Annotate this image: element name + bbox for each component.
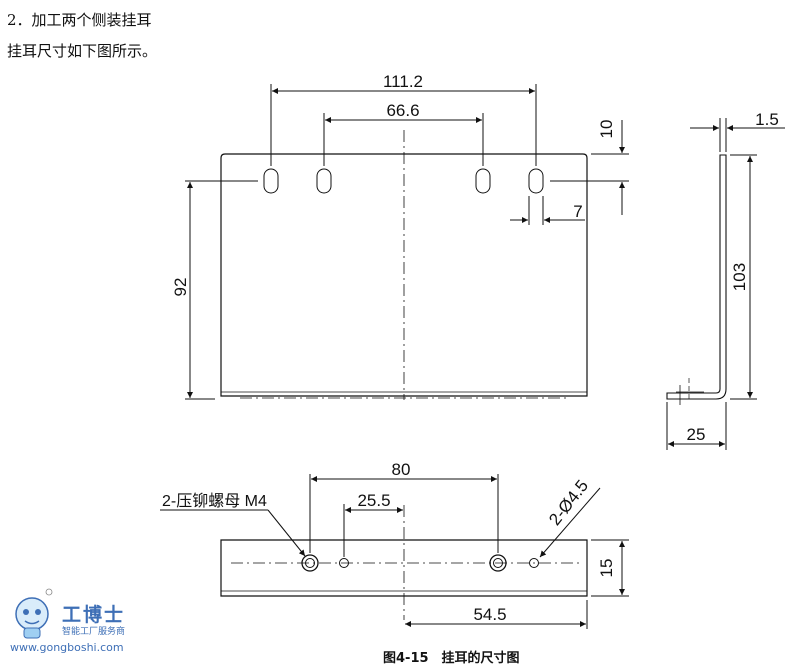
dim-side-height: 103 <box>730 263 749 291</box>
dim-height-left: 92 <box>171 278 190 297</box>
hole-dia-label: 2-Ø4.5 <box>545 476 592 529</box>
dim-thickness: 1.5 <box>755 110 779 129</box>
dim-inner-width: 66.6 <box>386 101 419 120</box>
rivet-nut-label: 2-压铆螺母 M4 <box>162 492 267 510</box>
dim-half-spacing: 25.5 <box>357 491 390 510</box>
slot-3 <box>475 168 491 194</box>
side-view <box>666 118 785 450</box>
rivet-nut-2 <box>489 554 507 572</box>
body-text: 挂耳尺寸如下图所示。 <box>7 42 158 60</box>
hole-2 <box>529 558 539 568</box>
logo-url: www.gongboshi.com <box>10 641 124 654</box>
dim-slot-offset: 10 <box>597 120 616 139</box>
logo-tagline: 智能工厂服务商 <box>62 627 126 637</box>
bottom-view <box>160 474 629 629</box>
front-view <box>185 84 629 400</box>
slot-4 <box>528 168 544 194</box>
gongboshi-logo <box>15 588 53 639</box>
dim-hole-spacing: 80 <box>392 460 411 479</box>
logo-name: 工博士 <box>62 604 126 626</box>
dim-top-width: 111.2 <box>383 72 423 91</box>
dim-bottom-offset: 54.5 <box>473 605 506 624</box>
dim-bottom-height: 15 <box>597 559 616 578</box>
slot-2 <box>316 168 332 194</box>
rivet-nut-1 <box>301 554 319 572</box>
step-heading: 2．加工两个侧装挂耳 <box>7 11 152 29</box>
dim-slot-width: 7 <box>573 202 582 221</box>
hole-1 <box>339 558 349 568</box>
dim-flange-depth: 25 <box>687 425 706 444</box>
figure-caption: 图4-15 挂耳的尺寸图 <box>383 651 520 666</box>
slot-1 <box>263 168 279 194</box>
